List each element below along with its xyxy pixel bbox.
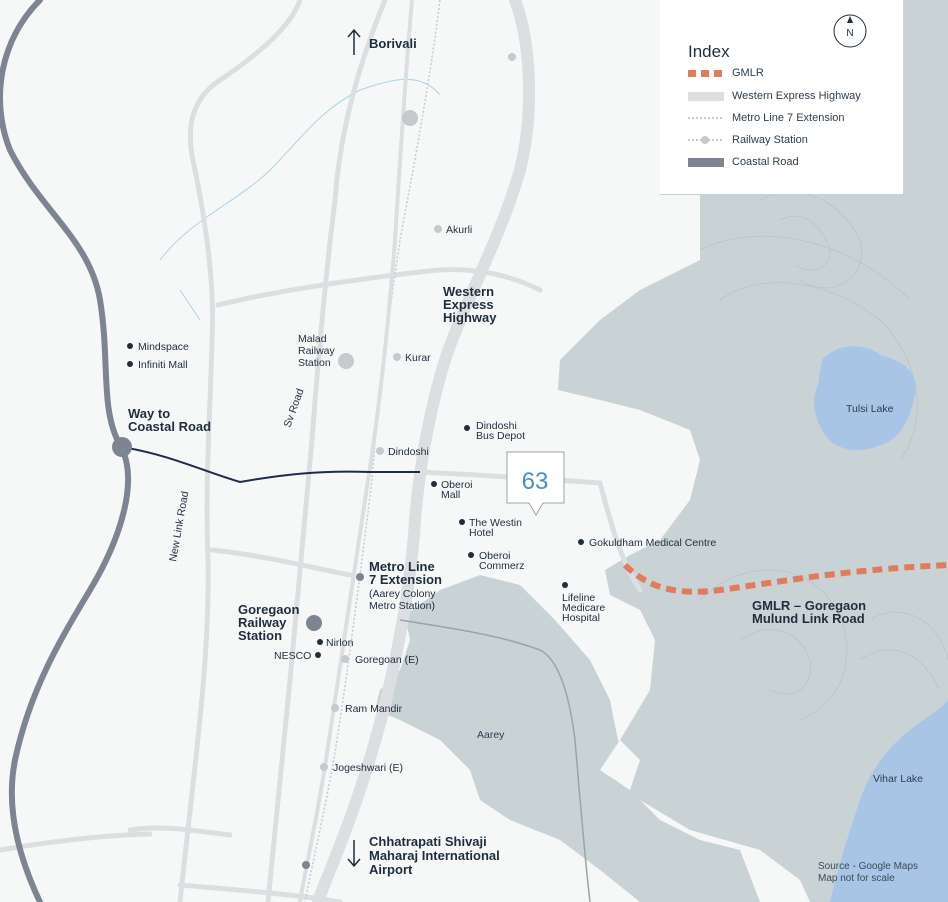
- jogeshwari-marker: [320, 763, 328, 771]
- south-arrow-icon: [347, 840, 361, 868]
- railway-line: [304, 0, 441, 902]
- mindspace-label: Mindspace: [138, 341, 189, 353]
- direction-arrows: [347, 28, 361, 868]
- legend-label: Railway Station: [732, 134, 808, 146]
- infiniti-marker: [127, 361, 133, 367]
- aarey-forest: [375, 575, 760, 902]
- source-line: Source - Google Maps: [818, 861, 919, 872]
- legend-item-gmlr: GMLR: [688, 65, 764, 81]
- ram-mandir-marker: [331, 704, 339, 712]
- land-clearing: [600, 740, 640, 790]
- vihar-lake: [830, 700, 948, 902]
- mindspace-marker: [127, 343, 133, 349]
- gmlr-swatch: [688, 69, 724, 77]
- borivali-label: Borivali: [369, 36, 417, 51]
- compass-label: N: [846, 28, 853, 39]
- legend-title: Index: [688, 42, 730, 61]
- legend-label: Metro Line 7 Extension: [732, 112, 845, 124]
- link-to-coastal-road: [121, 446, 420, 484]
- lifeline-marker: [562, 582, 568, 588]
- kurar-marker: [393, 353, 401, 361]
- westin-label: The Westin Hotel: [469, 517, 525, 539]
- tulsi-lake-label: Tulsi Lake: [846, 403, 894, 415]
- oberoi-mall-label: Oberoi Mall: [441, 479, 475, 501]
- oberoi-commerz-label: Oberoi Commerz: [479, 550, 525, 572]
- westin-marker: [459, 519, 465, 525]
- ram-mandir-label: Ram Mandir: [345, 703, 403, 715]
- legend-label: Western Express Highway: [732, 90, 861, 102]
- nirlon-marker: [317, 639, 323, 645]
- jogeshwari-label: Jogeshwari (E): [333, 762, 403, 774]
- vihar-lake-label: Vihar Lake: [873, 773, 923, 785]
- project-badge-text: 63: [522, 468, 549, 495]
- gmlr-road: [622, 562, 948, 595]
- metro-station-marker: [356, 573, 364, 581]
- aarey-label: Aarey: [477, 729, 505, 741]
- metro-label: Metro Line 7 Extension: [369, 559, 442, 587]
- goregaon-e-label: Goregoan (E): [355, 654, 419, 666]
- gmlr-label: GMLR – Goregaon Mulund Link Road: [752, 598, 870, 626]
- weh-label: Western Express Highway: [443, 284, 498, 325]
- malad-station-label: Malad Railway Station: [298, 333, 338, 369]
- goregaon-station-label: Goregaon Railway Station: [238, 602, 303, 643]
- legend-label: Coastal Road: [732, 156, 799, 168]
- aarey-road: [399, 619, 591, 902]
- station-borivali-marker: [402, 110, 418, 126]
- source-note: Source - Google Maps Map not for scale: [818, 861, 918, 885]
- akurli-marker: [434, 225, 442, 233]
- nesco-label: NESCO: [274, 650, 311, 662]
- railway-line-2: [298, 0, 414, 902]
- coastal-label: Way to Coastal Road: [128, 406, 211, 434]
- goregaon-e-marker: [341, 655, 349, 663]
- western-express-highway: [312, 0, 536, 902]
- dindoshi-depot-label: Dindoshi Bus Depot: [476, 420, 525, 442]
- lifeline-label: Lifeline Medicare Hospital: [562, 592, 608, 624]
- stream: [159, 78, 441, 321]
- legend-label: GMLR: [732, 67, 764, 79]
- compass-icon: N: [832, 13, 868, 49]
- contour-lines: [699, 191, 948, 721]
- legend-item-station: Railway Station: [688, 132, 808, 148]
- dindoshi-depot-marker: [464, 425, 470, 431]
- metro-sub-label: (Aarey Colony Metro Station): [369, 588, 438, 612]
- weh-swatch: [688, 91, 724, 101]
- dindoshi-marker: [376, 447, 384, 455]
- akurli-label: Akurli: [446, 224, 472, 236]
- gokuldham-marker: [578, 539, 584, 545]
- legend-item-weh: Western Express Highway: [688, 88, 861, 104]
- north-arrow-icon: [347, 28, 361, 55]
- nesco-marker: [315, 652, 321, 658]
- metro-swatch: [688, 117, 724, 119]
- forest-area: [558, 0, 948, 902]
- legend-item-metro: Metro Line 7 Extension: [688, 110, 845, 126]
- oberoi-commerz-marker: [468, 552, 474, 558]
- coastal-swatch: [688, 157, 724, 167]
- stations: [112, 53, 516, 869]
- infiniti-label: Infiniti Mall: [138, 359, 188, 371]
- project-marker[interactable]: 63: [506, 451, 565, 516]
- scale-note: Map not for scale: [818, 873, 895, 884]
- tulsi-lake: [814, 346, 916, 451]
- station-swatch: [688, 136, 724, 144]
- goregaon-station-marker: [306, 615, 322, 631]
- malad-station-marker: [338, 353, 354, 369]
- coastal-junction-marker: [112, 437, 132, 457]
- airport-label: Chhatrapati Shivaji Maharaj Internationa…: [369, 834, 503, 877]
- oberoi-mall-marker: [431, 481, 437, 487]
- legend-item-coastal: Coastal Road: [688, 154, 799, 170]
- nirlon-label: Nirlon: [326, 637, 354, 649]
- kurar-label: Kurar: [405, 352, 431, 364]
- legend-panel: N Index GMLR Western Express Highway Met…: [660, 0, 903, 194]
- dindoshi-label: Dindoshi: [388, 446, 429, 458]
- gokuldham-label: Gokuldham Medical Centre: [589, 537, 716, 549]
- poi-markers: [127, 343, 584, 658]
